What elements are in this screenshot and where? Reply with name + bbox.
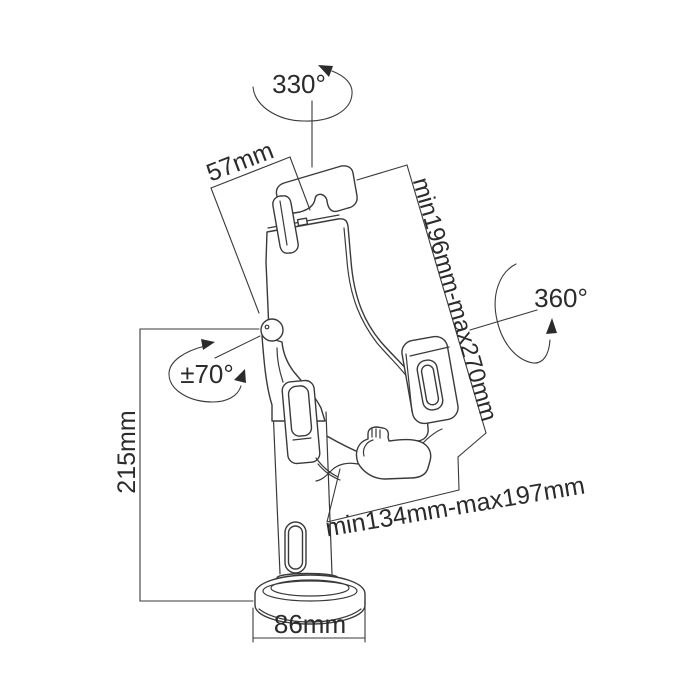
right-grip-cap-line	[409, 346, 450, 357]
stand-height-label: 215mm	[113, 410, 141, 493]
rotation-top-label: 330°	[272, 69, 326, 99]
right-grip-slot	[420, 364, 440, 406]
base-top-rim	[262, 580, 358, 602]
bracket-left-curve	[315, 462, 359, 482]
linkage-curve-1	[315, 457, 339, 478]
rotation-side-label: 360°	[534, 283, 588, 313]
tilt-label: ±70°	[180, 359, 234, 389]
bracket-width-dim-line	[326, 489, 460, 523]
ball-joint	[260, 318, 284, 342]
bracket-width-label: min134mm-max197mm	[323, 472, 587, 543]
bottom-bracket	[355, 426, 432, 480]
bracket-depth-witness-right	[289, 156, 311, 211]
bracket-width-witness-left	[326, 468, 341, 523]
right-grip-mount-line	[405, 353, 413, 413]
base-width-label: 86mm	[274, 609, 346, 639]
ball-joint-pin	[264, 324, 270, 330]
bracket-height-step	[457, 432, 487, 491]
top-hook-clamp	[275, 165, 358, 215]
bracket-depth-witness-left	[210, 187, 260, 314]
bracket-depth-label: 57mm	[203, 136, 278, 187]
tilt-arrow-top	[201, 339, 215, 350]
rotation-side-arrow	[546, 318, 557, 334]
top-clip-detail	[296, 217, 309, 227]
bracket-inner-curve	[362, 439, 374, 457]
pole-cable-slot-inner	[287, 525, 304, 570]
rotation-side-leader	[469, 309, 538, 331]
tilt-arrow-bottom	[234, 369, 246, 383]
tablet-stand-drawing	[254, 165, 459, 625]
bracket-hook-curve	[422, 428, 443, 444]
bracket-height-dim-line	[406, 164, 487, 434]
base-bottom-rim	[258, 608, 362, 623]
rotation-top-arrow	[318, 65, 333, 77]
pole-right-edge	[325, 411, 333, 575]
left-grip-divider	[292, 437, 312, 441]
base-dome	[270, 579, 350, 597]
tilt-leader	[214, 335, 261, 359]
top-hook-lip-inner-line	[279, 200, 288, 246]
pole-left-edge	[272, 407, 281, 575]
top-hook-front-lip	[272, 195, 299, 254]
cradle-plate-inner-edge	[343, 227, 412, 383]
tilt-arc	[168, 345, 242, 403]
bracket-height-witness-top	[356, 164, 408, 181]
rotation-top-arc	[252, 70, 353, 122]
bracket-depth-dim-line	[210, 156, 291, 189]
linkage-curve-3	[276, 347, 284, 383]
left-grip-pad	[287, 385, 313, 437]
rotation-side-arc	[494, 263, 551, 364]
